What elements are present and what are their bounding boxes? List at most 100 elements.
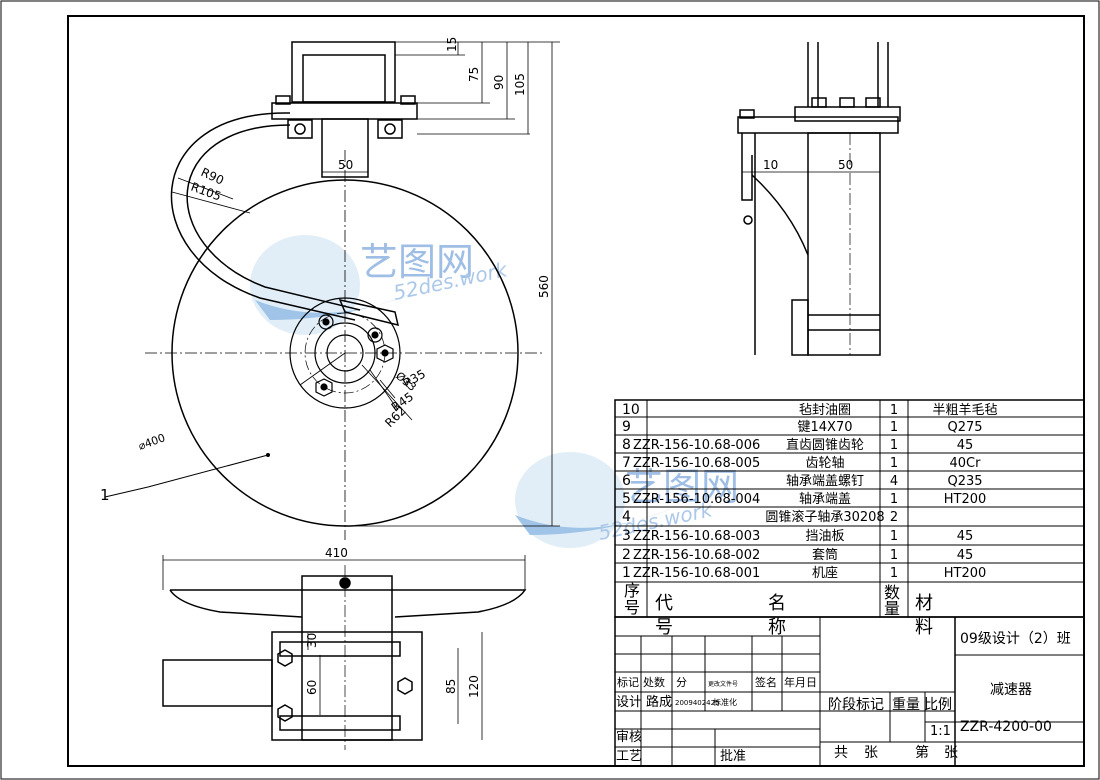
dim-120: 120 — [467, 675, 481, 698]
bom-cell-code: ZZR-156-10.68-001 — [633, 566, 760, 581]
top-bracket — [271, 41, 418, 178]
bom-header-mat-b: 料 — [915, 617, 933, 638]
bom-header-name-a: 名 — [768, 593, 786, 614]
dim-10-side: 10 — [763, 158, 778, 172]
bom-header-no-b: 号 — [624, 598, 640, 617]
tb-scale-label: 比例 — [924, 697, 952, 713]
side-view — [737, 42, 901, 356]
watermark-globe-bottom — [515, 452, 680, 548]
dim-phi400: ⌀400 — [137, 431, 167, 453]
bom-cell-qty: 1 — [890, 529, 898, 544]
tb-rev-zone: 分 — [676, 676, 687, 689]
bom-cell-no: 6 — [622, 473, 631, 489]
tb-std: 标准化 — [713, 697, 737, 707]
tb-page-label: 第 — [915, 744, 929, 761]
bom-cell-no: 7 — [622, 455, 631, 471]
leader-part-1 — [104, 454, 269, 498]
bom-header-mat-a: 材 — [915, 593, 933, 614]
dim-50-side: 50 — [838, 158, 853, 172]
bom-cell-code: ZZR-156-10.68-005 — [633, 456, 760, 471]
bom-header-no-a: 序 — [624, 581, 640, 600]
dim-90: 90 — [492, 75, 506, 90]
bom-cell-no: 5 — [622, 491, 631, 507]
bom-header-qty-b: 量 — [884, 599, 900, 618]
tb-review: 审核 — [616, 730, 642, 745]
label-part-1: 1 — [100, 486, 110, 504]
bom-cell-no: 9 — [622, 419, 631, 435]
tb-student-id: 2009402425 — [675, 699, 720, 707]
bom-header-code-b: 号 — [655, 617, 673, 638]
dim-105: 105 — [513, 73, 527, 96]
tb-designer: 路成 — [646, 694, 672, 710]
bom-cell-mat: HT200 — [944, 492, 987, 507]
bom-cell-name: 轴承端盖 — [799, 492, 851, 507]
bom-cell-qty: 1 — [890, 420, 898, 435]
watermark-globe-top — [250, 235, 420, 335]
hub-bolts — [315, 314, 394, 397]
dim-30: 30 — [305, 633, 319, 648]
bom-cell-no: 8 — [622, 437, 631, 453]
bom-cell-no: 3 — [622, 528, 631, 544]
bom-cell-name: 圆锥滚子轴承30208 — [765, 509, 884, 525]
tb-rev-count: 处数 — [643, 676, 665, 689]
bom-cell-mat: Q275 — [947, 420, 982, 435]
watermark: 艺图网 52des.work 艺图网 52des.work — [250, 235, 739, 548]
bom-cell-mat: 40Cr — [950, 456, 982, 471]
bom-header-name-b: 称 — [768, 617, 786, 638]
bom-cell-no: 1 — [622, 565, 631, 581]
watermark-cn-top: 艺图网 — [360, 240, 474, 284]
bom-cell-mat: 45 — [957, 529, 974, 544]
tb-stage-label: 阶段标记 — [828, 697, 884, 713]
bom-cell-qty: 1 — [890, 456, 898, 471]
bom-cell-qty: 1 — [890, 566, 898, 581]
dim-60: 60 — [305, 680, 319, 695]
dim-50-top: 50 — [338, 158, 353, 172]
bom-cell-mat: HT200 — [944, 566, 987, 581]
bom-cell-code: ZZR-156-10.68-003 — [633, 529, 760, 544]
radial-leaders — [171, 177, 413, 421]
tb-rev-doc: 更改文件号 — [708, 680, 738, 688]
bom-cell-name: 轴承端盖螺钉 — [786, 474, 864, 489]
tb-rev-sign: 签名 — [755, 675, 777, 689]
bom-cell-name: 直齿圆锥齿轮 — [786, 438, 864, 453]
dim-85: 85 — [444, 679, 458, 694]
bom-cell-mat: 半粗羊毛毡 — [932, 402, 997, 418]
bom-cell-code: ZZR-156-10.68-002 — [633, 548, 760, 563]
tb-class: 09级设计（2）班 — [960, 631, 1071, 647]
top-view — [162, 555, 527, 750]
bom-cell-qty: 1 — [890, 548, 898, 563]
bom-header: 序 号 代 号 名 称 数 量 材 料 — [624, 581, 933, 638]
bom-cell-code: ZZR-156-10.68-006 — [633, 438, 760, 453]
tb-scale-value: 1:1 — [930, 724, 951, 739]
bom-cell-name: 机座 — [812, 566, 838, 581]
dim-560: 560 — [537, 275, 551, 298]
bom-cell-name: 齿轮轴 — [805, 456, 844, 471]
bom-cell-no: 4 — [622, 509, 631, 525]
bom-cell-code: ZZR-156-10.68-004 — [633, 492, 760, 507]
bom-cell-qty: 1 — [890, 492, 898, 507]
dim-410: 410 — [325, 546, 348, 560]
tb-rev-mark: 标记 — [617, 675, 639, 689]
bom-cell-qty: 1 — [890, 403, 898, 418]
bom-cell-mat: 45 — [957, 548, 974, 563]
curved-pipe — [170, 112, 400, 327]
tb-sheets-label: 张 — [864, 745, 878, 761]
tb-total-label: 共 — [834, 745, 848, 761]
tb-drawing-no: ZZR-4200-00 — [960, 719, 1052, 735]
bom-cell-qty: 1 — [890, 438, 898, 453]
watermark-cn-bottom: 艺图网 — [625, 465, 739, 509]
side-dimension-labels: 10 50 — [763, 158, 853, 172]
hub-outline — [289, 297, 401, 409]
bom-cell-qty: 2 — [890, 510, 898, 525]
tb-design: 设计 — [616, 695, 642, 710]
bom-cell-no: 10 — [622, 402, 640, 418]
top-dimension-labels: 410 30 60 85 120 — [305, 546, 481, 698]
tb-page-sheets-label: 张 — [944, 745, 958, 761]
title-block: 09级设计（2）班 减速器 ZZR-4200-00 阶段标记 重量 比例 1:1… — [614, 616, 1085, 767]
bom-header-code-a: 代 — [655, 593, 673, 614]
bom-cell-name: 套筒 — [812, 547, 838, 563]
